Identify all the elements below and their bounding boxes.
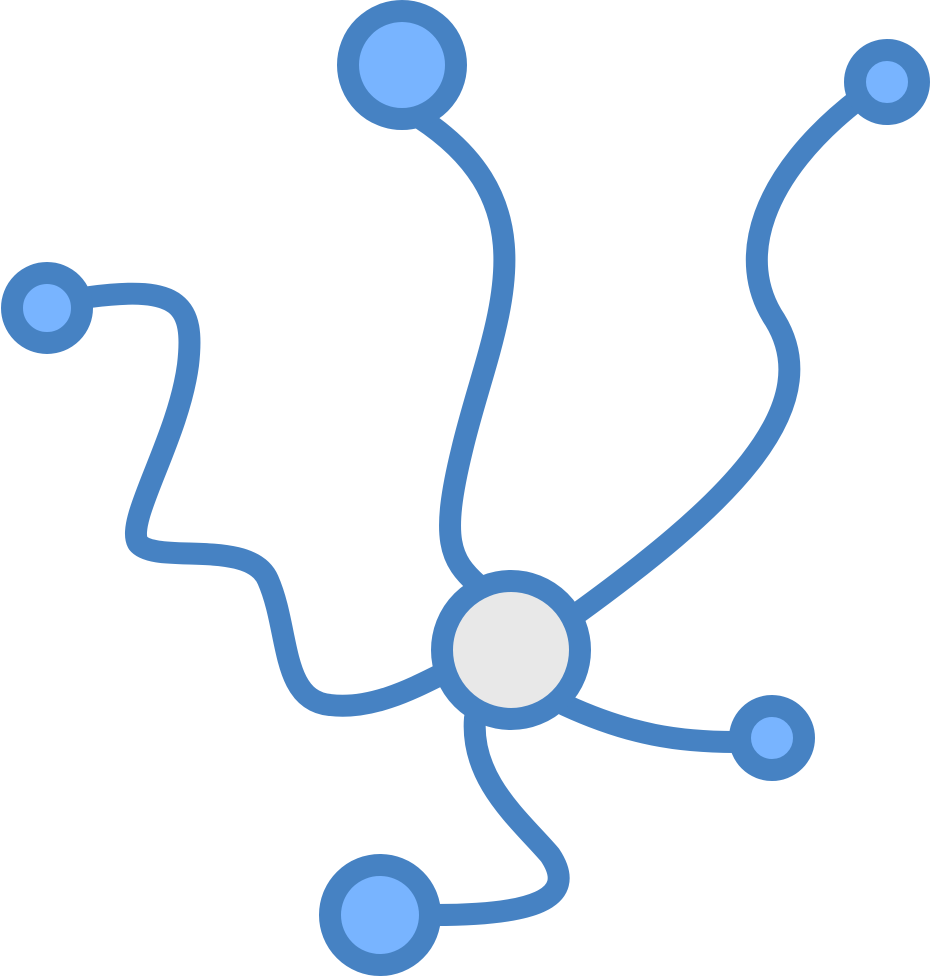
node-top: [337, 0, 467, 130]
link-top: [409, 107, 516, 596]
node-top-right: [844, 39, 930, 125]
link-right: [554, 694, 746, 753]
link-left-squiggle: [79, 282, 451, 717]
link-bottom: [424, 707, 570, 926]
node-left: [1, 262, 93, 354]
link-top-right: [564, 87, 871, 626]
node-right: [729, 695, 815, 781]
node-bottom: [319, 854, 441, 976]
hub-node: [431, 570, 591, 730]
